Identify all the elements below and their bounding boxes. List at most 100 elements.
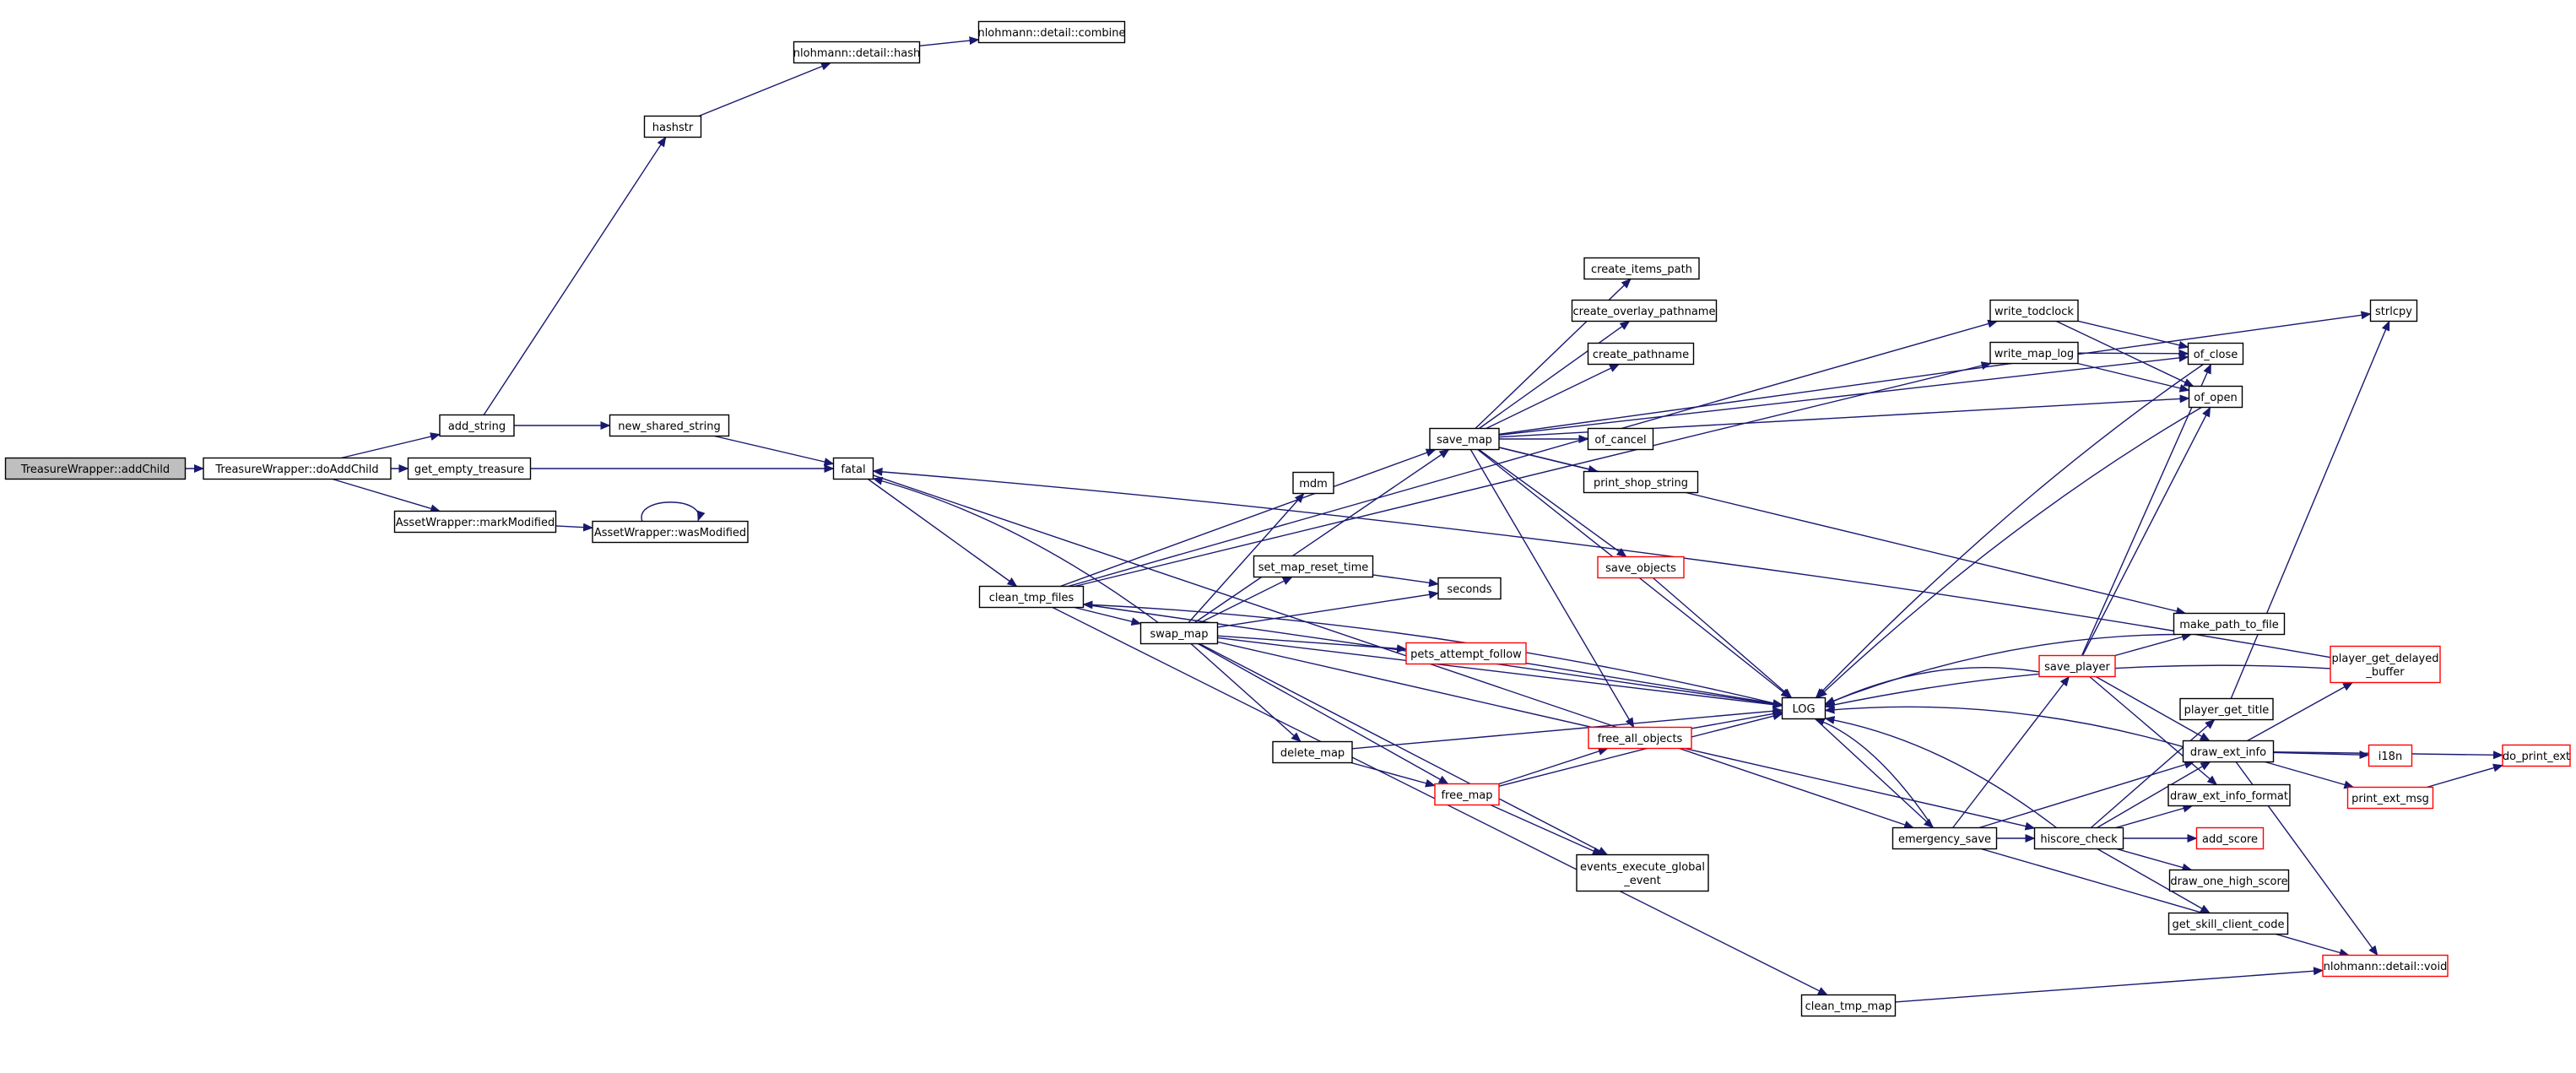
function-node-clean_tmp_map[interactable]: clean_tmp_map <box>1800 994 1897 1017</box>
function-node-box <box>793 41 921 64</box>
function-node-label: write_map_log <box>1994 348 2074 360</box>
function-node-label: AssetWrapper::wasModified <box>594 527 746 539</box>
function-node-box <box>2038 654 2116 678</box>
function-node-box <box>393 510 557 534</box>
function-node-markModified[interactable]: AssetWrapper::markModified <box>393 510 557 534</box>
function-node-new_shared_string[interactable]: new_shared_string <box>609 414 730 437</box>
function-node-of_open[interactable]: of_open <box>2188 385 2243 409</box>
function-node-label: events_execute_global <box>1580 861 1705 874</box>
function-node-write_map_log[interactable]: write_map_log <box>1989 341 2079 365</box>
function-node-box <box>1437 577 1502 600</box>
function-node-seconds[interactable]: seconds <box>1437 577 1502 600</box>
function-node-free_map[interactable]: free_map <box>1434 783 1500 806</box>
function-node-label: seconds <box>1447 583 1491 596</box>
call-edge-print_ext_msg-to-do_print_ext <box>2427 763 2503 788</box>
call-edge-set_map_reset_time-to-seconds <box>1372 574 1439 588</box>
function-node-mdm[interactable]: mdm <box>1292 471 1334 495</box>
function-node-player_get_title[interactable]: player_get_title <box>2179 697 2274 721</box>
function-node-print_shop_string[interactable]: print_shop_string <box>1583 470 1699 494</box>
call-edge-save_player-to-make_path_to_file <box>2114 632 2192 657</box>
function-node-events_execute_global_event[interactable]: events_execute_global_event <box>1576 854 1709 892</box>
function-node-label: print_shop_string <box>1594 477 1688 490</box>
call-edge-clean_tmp_files-to-swap_map <box>1074 606 1142 626</box>
function-node-delete_map[interactable]: delete_map <box>1272 740 1353 764</box>
call-edge-write_map_log-to-of_close <box>2077 349 2189 358</box>
function-node-add_string[interactable]: add_string <box>439 414 515 437</box>
call-edge-hiscore_check-to-get_skill_client_code <box>2097 848 2211 914</box>
function-node-clean_tmp_files[interactable]: clean_tmp_files <box>978 585 1085 609</box>
function-node-nl_combine[interactable]: nlohmann::detail::combine <box>977 20 1126 44</box>
function-node-get_skill_client_code[interactable]: get_skill_client_code <box>2167 912 2289 935</box>
function-node-make_path_to_file[interactable]: make_path_to_file <box>2173 612 2286 636</box>
function-node-save_objects[interactable]: save_objects <box>1597 555 1685 579</box>
call-edge-LOG-to-clean_tmp_files <box>1082 600 1783 707</box>
function-node-add_score[interactable]: add_score <box>2195 826 2265 850</box>
function-node-label: hashstr <box>652 122 694 134</box>
function-node-label: create_items_path <box>1591 263 1692 276</box>
function-node-box <box>2368 744 2413 767</box>
function-node-label: nlohmann::detail::hash <box>793 47 920 60</box>
call-edge-write_map_log-to-of_open <box>2077 362 2190 393</box>
function-node-of_close[interactable]: of_close <box>2187 342 2244 366</box>
function-node-addChild: TreasureWrapper::addChild <box>4 457 187 480</box>
function-node-box <box>1781 696 1826 720</box>
function-node-create_overlay_pathname[interactable]: create_overlay_pathname <box>1571 299 1718 322</box>
function-node-box <box>1891 826 1998 850</box>
function-node-player_get_delayed_buffer[interactable]: player_get_delayed_buffer <box>2330 645 2441 684</box>
function-node-box <box>1253 555 1374 578</box>
function-node-label: add_score <box>2202 833 2258 846</box>
function-node-box <box>2182 740 2275 763</box>
function-node-print_ext_msg[interactable]: print_ext_msg <box>2346 786 2434 810</box>
function-node-label: write_todclock <box>1994 306 2074 318</box>
function-node-do_print_ext[interactable]: do_print_ext <box>2502 744 2571 767</box>
function-node-box <box>643 115 702 138</box>
function-node-box <box>609 414 730 437</box>
function-node-LOG[interactable]: LOG <box>1781 696 1826 720</box>
function-node-wasModified[interactable]: AssetWrapper::wasModified <box>592 520 749 544</box>
function-node-free_all_objects[interactable]: free_all_objects <box>1588 726 1692 750</box>
call-edge-clean_tmp_map-to-nl_void <box>1895 967 2324 1003</box>
call-edge-swap_map-to-pets_attempt_follow <box>1217 635 1407 653</box>
call-edge-fatal-to-emergency_save <box>873 474 1915 829</box>
function-node-hashstr[interactable]: hashstr <box>643 115 702 138</box>
function-node-draw_ext_info_format[interactable]: draw_ext_info_format <box>2167 783 2291 807</box>
call-edge-hiscore_check-to-draw_ext_info_format <box>2115 804 2194 829</box>
function-node-save_map[interactable]: save_map <box>1429 427 1500 451</box>
function-node-i18n[interactable]: i18n <box>2368 744 2413 767</box>
function-node-box <box>1583 257 1700 280</box>
function-node-fatal[interactable]: fatal <box>832 457 874 480</box>
function-node-pets_attempt_follow[interactable]: pets_attempt_follow <box>1405 642 1527 665</box>
function-node-box <box>439 414 515 437</box>
function-node-hiscore_check[interactable]: hiscore_check <box>2033 826 2124 850</box>
function-node-write_todclock[interactable]: write_todclock <box>1989 299 2079 322</box>
function-node-nl_void[interactable]: nlohmann::detail::void <box>2322 954 2449 978</box>
function-node-swap_map[interactable]: swap_map <box>1139 621 1219 645</box>
call-edge-delete_map-to-free_map <box>1350 761 1436 788</box>
function-node-label: free_all_objects <box>1598 733 1683 745</box>
function-node-create_items_path[interactable]: create_items_path <box>1583 257 1700 280</box>
function-node-box <box>1587 342 1695 366</box>
function-node-box <box>1800 994 1897 1017</box>
call-edge-save_player-to-draw_ext_info <box>2095 675 2211 742</box>
function-node-strlcpy[interactable]: strlcpy <box>2369 299 2418 322</box>
function-node-save_player[interactable]: save_player <box>2038 654 2116 678</box>
function-node-emergency_save[interactable]: emergency_save <box>1891 826 1998 850</box>
call-edge-save_map-to-strlcpy <box>1498 311 2372 436</box>
call-edge-hiscore_check-to-player_get_title <box>2090 718 2216 829</box>
call-edge-save_player-to-of_open <box>2081 406 2211 656</box>
function-node-get_empty_treasure[interactable]: get_empty_treasure <box>407 457 532 480</box>
call-edge-save_map-to-create_overlay_pathname <box>1479 320 1631 430</box>
edges-layer <box>185 36 2503 1003</box>
function-node-of_cancel[interactable]: of_cancel <box>1587 427 1654 451</box>
function-node-box <box>2167 783 2291 807</box>
function-node-box <box>1405 642 1527 665</box>
function-node-draw_ext_info[interactable]: draw_ext_info <box>2182 740 2275 763</box>
function-node-set_map_reset_time[interactable]: set_map_reset_time <box>1253 555 1374 578</box>
function-node-create_pathname[interactable]: create_pathname <box>1587 342 1695 366</box>
function-node-nl_hash[interactable]: nlohmann::detail::hash <box>793 41 921 64</box>
function-node-label: save_map <box>1437 434 1492 447</box>
call-edge-swap_map-to-seconds <box>1217 590 1439 628</box>
function-node-draw_one_high_score[interactable]: draw_one_high_score <box>2168 869 2290 892</box>
call-edge-new_shared_string-to-fatal <box>714 435 835 466</box>
function-node-doAddChild[interactable]: TreasureWrapper::doAddChild <box>203 457 392 480</box>
